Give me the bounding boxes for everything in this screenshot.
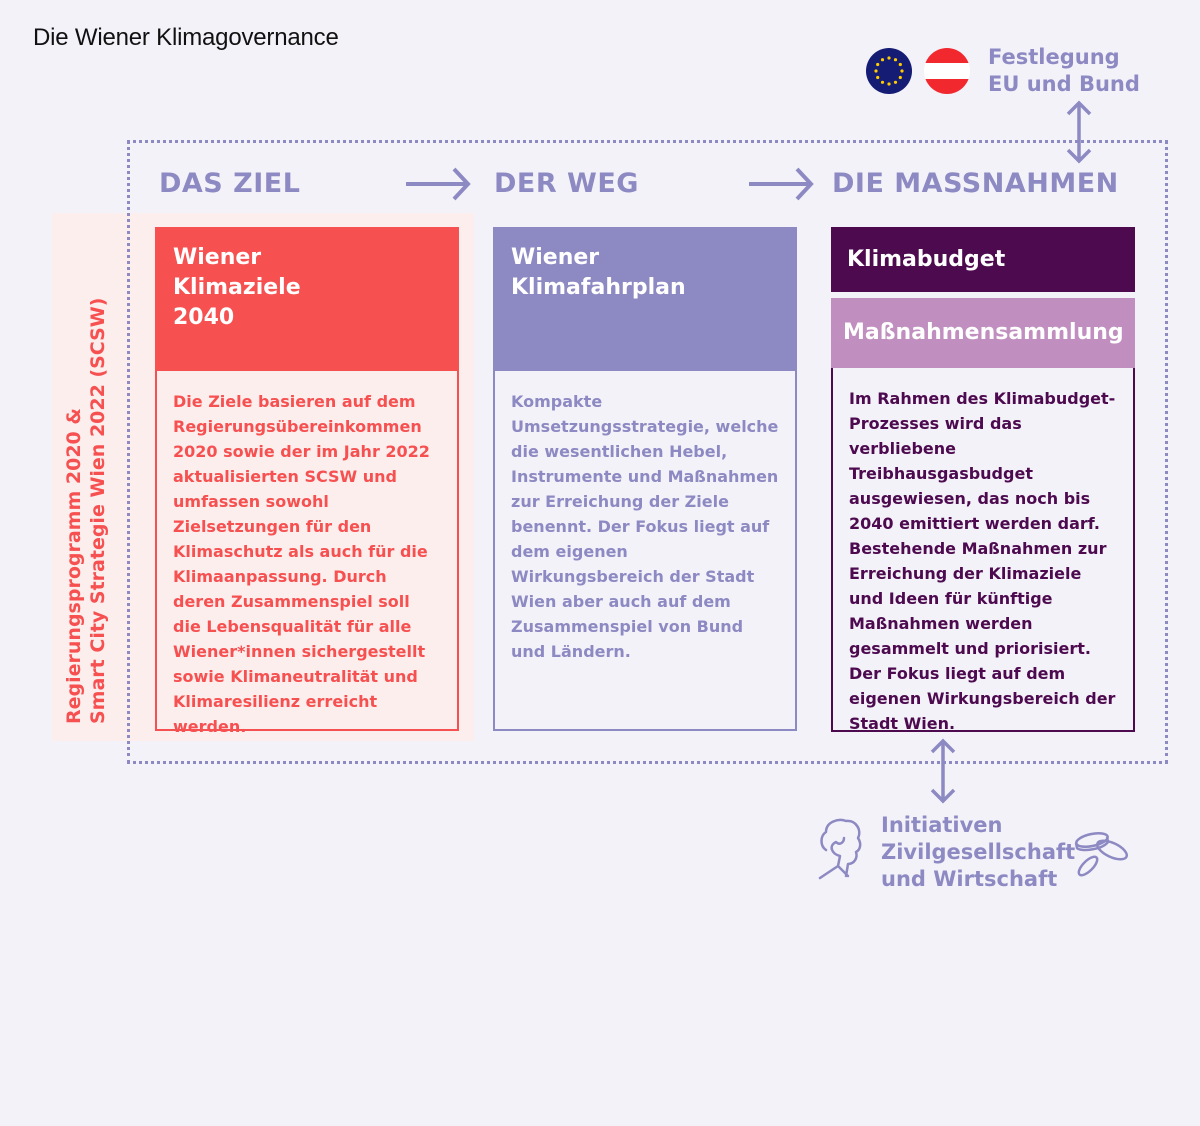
massnahmensammlung-header: Maßnahmensammlung	[831, 298, 1135, 368]
page-title: Die Wiener Klimagovernance	[33, 24, 339, 51]
eu-bund-line1: Festlegung	[988, 45, 1120, 69]
card-klimafahrplan-body: Kompakte Umsetzungsstrategie, welche die…	[511, 392, 779, 661]
title-line: Klimafahrplan	[511, 275, 686, 300]
eu-flag-icon	[866, 48, 912, 94]
title-line: Wiener	[173, 245, 262, 270]
klimabudget-header: Klimabudget	[831, 227, 1135, 292]
card-klimaziele: Wiener Klimaziele 2040 Die Ziele basiere…	[155, 227, 459, 736]
title-line: 2040	[173, 305, 235, 330]
card-klimafahrplan: Wiener Klimafahrplan Kompakte Umsetzungs…	[493, 227, 797, 731]
card-massnahmen-body-wrap: Im Rahmen des Klimabudget-Prozesses wird…	[831, 368, 1135, 733]
card-massnahmen-body: Im Rahmen des Klimabudget-Prozesses wird…	[849, 389, 1116, 733]
coins-icon	[1074, 832, 1129, 877]
card-klimaziele-title: Wiener Klimaziele 2040	[157, 229, 457, 371]
card-klimafahrplan-title: Wiener Klimafahrplan	[495, 229, 795, 371]
double-arrow-vertical-icon	[930, 738, 956, 804]
austria-flag-icon	[924, 48, 970, 94]
framework-label: Regierungsprogramm 2020 & Smart City Str…	[62, 298, 110, 724]
double-arrow-vertical-icon	[1066, 100, 1092, 164]
arrow-right-icon	[749, 167, 814, 201]
section-heading-ziel: DAS ZIEL	[159, 168, 301, 199]
title-line: Wiener	[511, 245, 600, 270]
card-massnahmen: Klimabudget Maßnahmensammlung Im Rahmen …	[831, 227, 1135, 733]
city-scope-frame	[127, 140, 1168, 764]
arrow-right-icon	[406, 167, 471, 201]
framework-label-line2: Smart City Strategie Wien 2022 (SCSW)	[87, 297, 109, 724]
initiatives-label: Initiativen Zivilgesellschaft und Wirtsc…	[881, 812, 1075, 893]
section-heading-massnahmen: DIE MASSNAHMEN	[832, 168, 1119, 199]
initiatives-line3: und Wirtschaft	[881, 867, 1058, 891]
section-heading-weg: DER WEG	[494, 168, 639, 199]
person-head-icon	[818, 818, 862, 880]
card-klimaziele-body: Die Ziele basieren auf dem Regierungsübe…	[173, 392, 430, 736]
initiatives-line1: Initiativen	[881, 813, 1003, 837]
eu-bund-label: Festlegung EU und Bund	[988, 44, 1140, 98]
title-line: Klimaziele	[173, 275, 301, 300]
initiatives-line2: Zivilgesellschaft	[881, 840, 1076, 864]
framework-label-line1: Regierungsprogramm 2020 &	[63, 408, 85, 724]
eu-bund-line2: EU und Bund	[988, 72, 1140, 96]
